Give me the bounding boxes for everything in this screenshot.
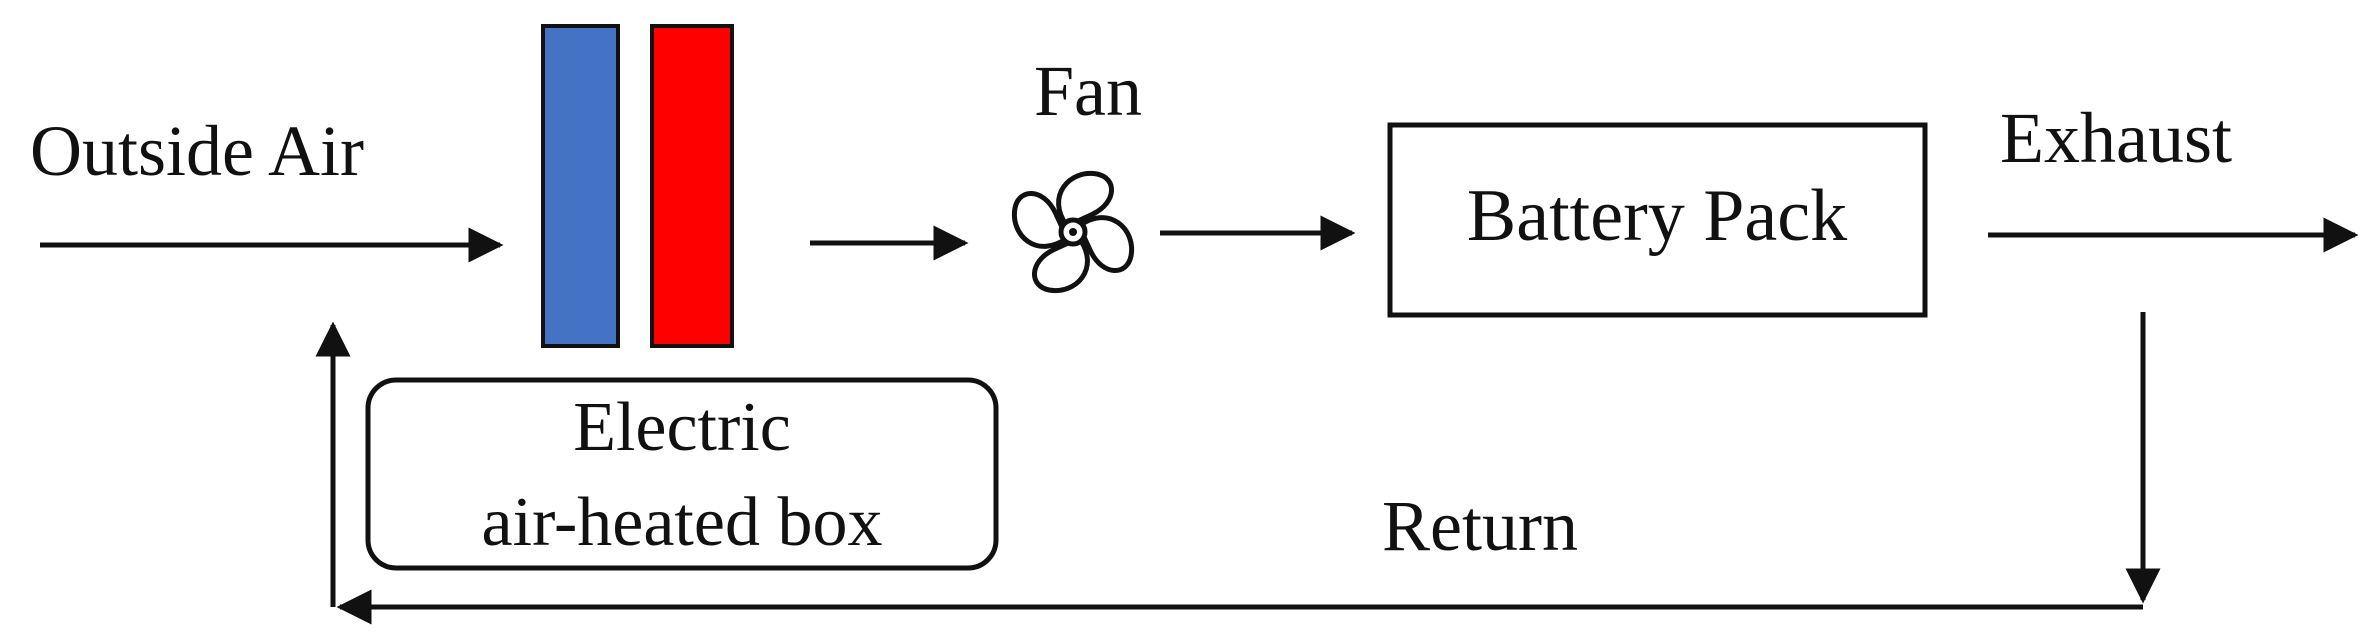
battery-pack-box xyxy=(1387,122,1928,318)
cool-element-bar xyxy=(541,24,620,348)
heat-element-bar xyxy=(650,24,734,348)
battery-pack-label: Battery Pack xyxy=(1467,175,1847,257)
exhaust-label: Exhaust xyxy=(2000,98,2232,178)
outside-air-label: Outside Air xyxy=(30,111,364,191)
fan-label: Fan xyxy=(1034,51,1142,131)
fan-icon xyxy=(1011,170,1135,294)
heated-box-frame xyxy=(365,377,999,571)
heated-box-label-line1: Electric xyxy=(573,389,791,466)
return-label: Return xyxy=(1382,486,1578,566)
heated-box-label-line2: air-heated box xyxy=(482,484,883,561)
